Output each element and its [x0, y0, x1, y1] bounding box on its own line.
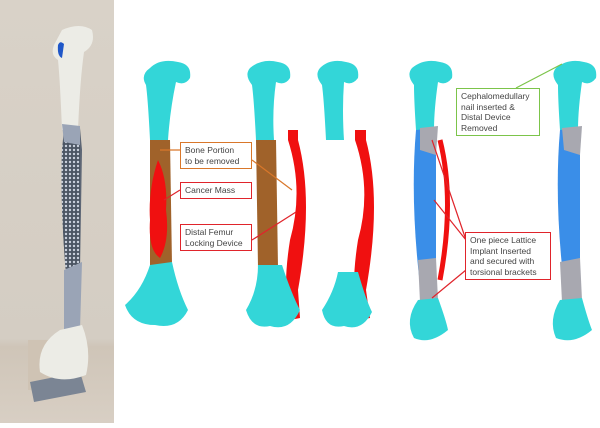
blue-marker: [57, 42, 64, 58]
femur-model-photo: [28, 26, 93, 402]
callout-distal-device: Distal Femur Locking Device: [180, 224, 252, 251]
stand-base: [30, 372, 86, 402]
callout-lattice: One piece Lattice Implant Inserted and s…: [465, 232, 551, 280]
callout-nail: Cephalomedullary nail inserted & Distal …: [456, 88, 540, 136]
callout-bone-portion: Bone Portion to be removed: [180, 142, 252, 169]
femur-step4: [409, 60, 453, 341]
femur-step1: [125, 60, 191, 326]
femur-step3: [317, 60, 374, 328]
photo-panel: [0, 0, 114, 423]
femur-step5: [552, 60, 597, 341]
callout-cancer-mass: Cancer Mass: [180, 182, 252, 199]
femur-step2: [246, 60, 306, 328]
